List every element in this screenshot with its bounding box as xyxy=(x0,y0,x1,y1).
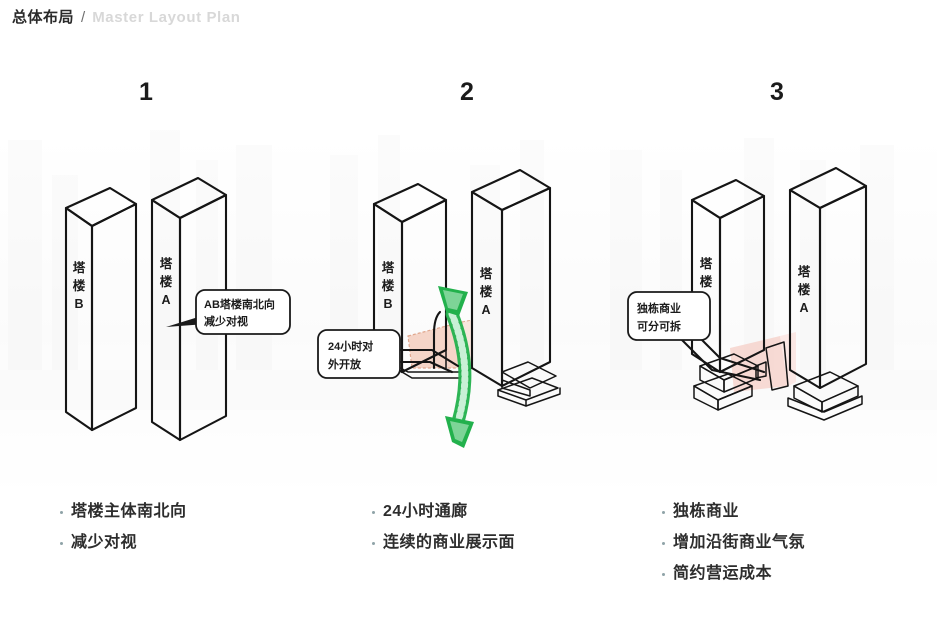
callout-1: AB塔楼南北向 减少对视 xyxy=(195,289,291,335)
bullet-dot-icon xyxy=(372,542,375,545)
callout-2-line-1: 外开放 xyxy=(327,357,362,371)
corridor-flow-arrow xyxy=(438,286,474,448)
callout-3-line-1: 可分可拆 xyxy=(637,319,681,333)
page-title: 总体布局 / Master Layout Plan xyxy=(12,6,241,27)
tower-a-label-line-1: 楼 xyxy=(798,282,811,297)
tower-a-label-line-0: 塔 xyxy=(798,264,811,279)
tower-a-label-line-0: 塔 xyxy=(480,266,493,281)
callout-1-line-0: AB塔楼南北向 xyxy=(204,297,275,311)
tower-a-label-line-1: 楼 xyxy=(160,274,173,289)
tower-a-label-line-0: 塔 xyxy=(160,256,173,271)
bullet-dot-icon xyxy=(662,542,665,545)
list-item: 简约营运成本 xyxy=(662,562,805,586)
tower-a-label-line-2: A xyxy=(161,293,170,307)
list-item: 增加沿街商业气氛 xyxy=(662,531,805,555)
panel-3-number: 3 xyxy=(770,78,784,106)
list-item: 连续的商业展示面 xyxy=(372,531,515,555)
tower-b-label-line-0: 塔 xyxy=(700,256,713,271)
bullet-label: 减少对视 xyxy=(71,534,138,551)
list-item: 减少对视 xyxy=(60,531,187,555)
tower-a-label-line-2: A xyxy=(799,301,808,315)
page-title-en: Master Layout Plan xyxy=(92,9,241,26)
bullet-column-3: 独栋商业 增加沿街商业气氛 简约营运成本 xyxy=(662,500,805,593)
bullet-label: 增加沿街商业气氛 xyxy=(673,534,806,551)
tower-a-label-line-1: 楼 xyxy=(480,284,493,299)
list-item: 独栋商业 xyxy=(662,500,805,524)
bullet-label: 独栋商业 xyxy=(673,503,740,520)
bullet-column-2: 24小时通廊 连续的商业展示面 xyxy=(372,500,515,562)
panel-1-illustration: 塔 楼 B 塔 楼 A AB塔楼南北向 减少对视 xyxy=(64,176,291,442)
diagram-panels: 1 塔 楼 B 塔 楼 A xyxy=(0,70,937,490)
tower-a-shape xyxy=(788,166,868,390)
bullet-dot-icon xyxy=(60,511,63,514)
bullet-label: 24小时通廊 xyxy=(383,503,468,520)
callout-1-line-1: 减少对视 xyxy=(204,314,248,328)
tower-b-label-line-1: 楼 xyxy=(73,278,86,293)
tower-b-label-line-1: 楼 xyxy=(382,278,395,293)
tower-a-label-line-2: A xyxy=(481,303,490,317)
callout-2: 24小时对 外开放 xyxy=(317,329,401,379)
panel-2: 2 塔 楼 B 塔 楼 A xyxy=(312,70,624,490)
list-item: 24小时通廊 xyxy=(372,500,515,524)
panel-1-number: 1 xyxy=(139,78,153,106)
detached-retail-blocks xyxy=(693,341,863,421)
tower-b-label-line-2: B xyxy=(383,297,392,311)
panel-2-illustration: 塔 楼 B 塔 楼 A xyxy=(317,168,561,448)
page-title-separator: / xyxy=(81,9,86,26)
bullet-label: 简约营运成本 xyxy=(673,565,773,582)
bullet-dot-icon xyxy=(662,511,665,514)
panel-3: 3 塔 楼 B 塔 楼 A xyxy=(624,70,936,490)
bullet-dot-icon xyxy=(372,511,375,514)
tower-a-shape xyxy=(150,176,228,442)
list-item: 塔楼主体南北向 xyxy=(60,500,187,524)
tower-b-label-line-2: B xyxy=(74,297,83,311)
bullet-label: 塔楼主体南北向 xyxy=(71,503,187,520)
callout-2-line-0: 24小时对 xyxy=(328,339,373,353)
callout-pointer-2 xyxy=(386,348,460,374)
bullet-dot-icon xyxy=(662,573,665,576)
panel-2-number: 2 xyxy=(460,78,474,106)
tower-b-label-line-0: 塔 xyxy=(73,260,86,275)
callout-3: 独栋商业 可分可拆 xyxy=(627,291,711,341)
panel-1: 1 塔 楼 B 塔 楼 A xyxy=(0,70,312,490)
tower-b-shape xyxy=(64,186,138,432)
bullet-column-1: 塔楼主体南北向 减少对视 xyxy=(60,500,187,562)
summary-bullets: 塔楼主体南北向 减少对视 24小时通廊 连续的商业展示面 独栋商业 增加沿街商业… xyxy=(0,500,937,610)
page-title-zh: 总体布局 xyxy=(12,9,75,26)
callout-3-line-0: 独栋商业 xyxy=(636,301,681,315)
bullet-label: 连续的商业展示面 xyxy=(383,534,516,551)
tower-b-label-line-1: 楼 xyxy=(700,274,713,289)
panel-3-illustration: 塔 楼 B 塔 楼 A xyxy=(627,166,868,421)
tower-b-label-line-0: 塔 xyxy=(382,260,395,275)
bullet-dot-icon xyxy=(60,542,63,545)
